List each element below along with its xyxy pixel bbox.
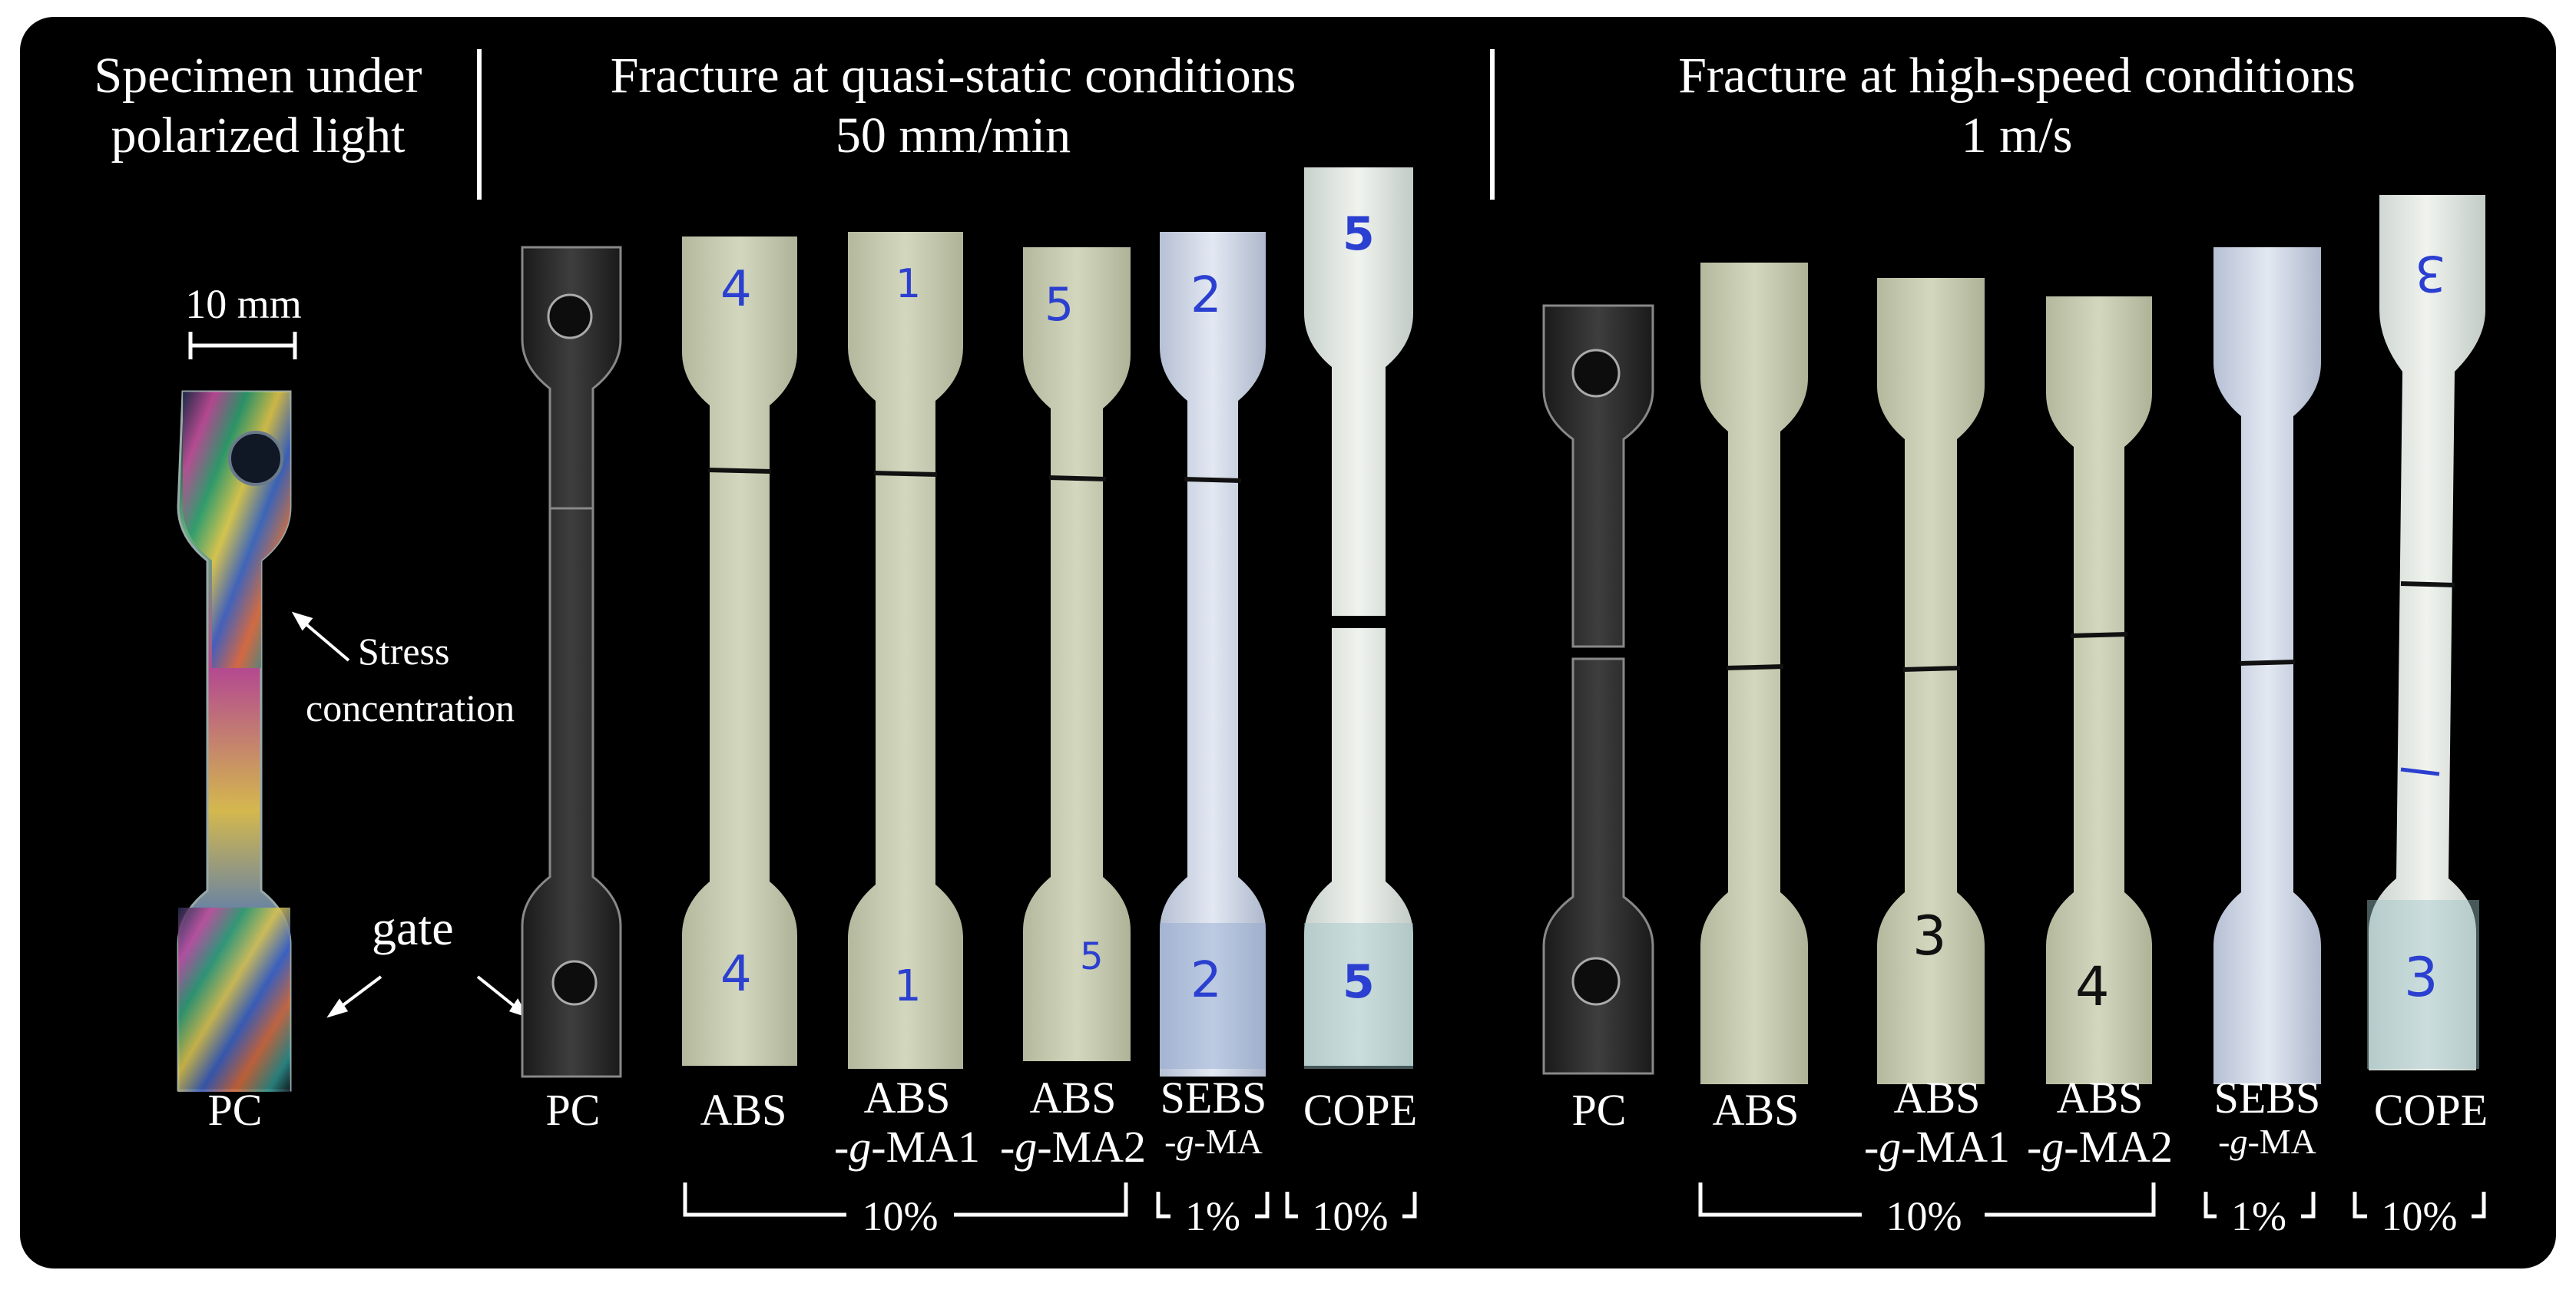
label-hs-abs-gma1: ABS -g-MA1 — [1860, 1073, 2014, 1172]
hs-pc-specimen — [1542, 304, 1654, 1075]
qs-pc-specimen — [521, 246, 622, 1078]
hs-abs-specimen — [1700, 263, 1808, 1084]
header-high-speed-line1: Fracture at high-speed conditions — [1678, 48, 2356, 104]
label-qs-abs-gma2: ABS -g-MA2 — [992, 1073, 1154, 1172]
stress-label-line1: Stress — [358, 630, 450, 673]
hs-abs-gma2-mark-bottom: 4 — [2075, 955, 2110, 1018]
qs-cope-mark-top: 5 — [1343, 207, 1375, 261]
hs-pct-sebs: 1% — [2231, 1193, 2286, 1239]
hs-abs-gma1-specimen — [1877, 278, 1985, 1084]
label-qs-abs-gma2-line1: ABS — [1029, 1073, 1117, 1123]
hs-abs-gma1-mark-bottom: 3 — [1912, 905, 1947, 968]
qs-abs-gma1-specimen — [848, 232, 963, 1069]
polarized-pc-specimen — [177, 390, 292, 1092]
qs-abs-gma1-mark-top: 1 — [896, 261, 922, 307]
header-high-speed: Fracture at high-speed conditions 1 m/s — [1518, 46, 2516, 166]
label-qs-abs-gma2-line2: -g-MA2 — [999, 1122, 1147, 1172]
label-hs-abs-gma2-line2: -g-MA2 — [2026, 1122, 2174, 1172]
figure-panel: Specimen under polarized light Fracture … — [20, 17, 2556, 1268]
qs-cope-specimen — [1304, 167, 1413, 1069]
qs-pct-cope: 10% — [1312, 1193, 1389, 1239]
label-hs-sebs: SEBS -g-MA — [2206, 1073, 2329, 1161]
qs-abs-gma2-mark-bottom: 5 — [1080, 935, 1104, 978]
header-quasi-static-line2: 50 mm/min — [835, 108, 1071, 164]
percentage-brackets — [683, 1182, 2486, 1219]
label-hs-abs-gma2-line1: ABS — [2056, 1073, 2144, 1123]
hs-pct-cope: 10% — [2381, 1193, 2458, 1239]
divider-right — [1490, 49, 1495, 200]
label-qs-sebs: SEBS -g-MA — [1152, 1073, 1275, 1161]
qs-cope-mark-bottom: 5 — [1343, 955, 1375, 1009]
qs-abs-gma1-mark-bottom: 1 — [894, 961, 922, 1011]
qs-sebs-specimen — [1160, 232, 1266, 1077]
hs-sebs-specimen — [2213, 247, 2321, 1084]
label-qs-pc: PC — [545, 1085, 601, 1135]
header-polarized-line1: Specimen under — [94, 48, 422, 104]
qs-pct-abs-group: 10% — [862, 1193, 939, 1239]
qs-abs-specimen — [682, 237, 797, 1066]
qs-abs-mark-bottom: 4 — [720, 946, 752, 1003]
specimens-photo — [177, 167, 2485, 1092]
header-high-speed-line2: 1 m/s — [1961, 108, 2073, 164]
label-hs-abs: ABS — [1712, 1085, 1800, 1135]
label-hs-abs-gma1-line2: -g-MA1 — [1863, 1122, 2011, 1172]
qs-sebs-mark-top: 2 — [1190, 267, 1222, 324]
hs-cope-specimen — [2367, 195, 2485, 1070]
label-hs-cope: COPE — [2373, 1085, 2488, 1135]
header-quasi-static-line1: Fracture at quasi-static conditions — [610, 48, 1296, 104]
label-qs-abs: ABS — [700, 1085, 787, 1135]
hs-pct-abs-group: 10% — [1886, 1193, 1962, 1239]
header-polarized-line2: polarized light — [111, 108, 406, 164]
hs-abs-gma2-specimen — [2046, 296, 2152, 1084]
qs-abs-gma2-mark-top: 5 — [1045, 278, 1074, 332]
label-hs-pc: PC — [1571, 1085, 1627, 1135]
scale-bar-label: 10 mm — [185, 281, 302, 327]
label-polarized-pc: PC — [207, 1085, 263, 1135]
label-qs-abs-gma1-line2: -g-MA1 — [833, 1122, 981, 1172]
qs-pct-sebs: 1% — [1185, 1193, 1240, 1239]
scale-bar — [188, 332, 297, 359]
annotation-arrows — [291, 611, 529, 1018]
qs-abs-mark-top: 4 — [720, 261, 752, 318]
header-polarized: Specimen under polarized light — [35, 46, 481, 166]
label-qs-sebs-line2: -g-MA — [1164, 1122, 1263, 1161]
label-qs-cope: COPE — [1303, 1085, 1418, 1135]
label-qs-sebs-line1: SEBS — [1160, 1073, 1267, 1123]
header-quasi-static: Fracture at quasi-static conditions 50 m… — [496, 46, 1410, 166]
label-qs-abs-gma1: ABS -g-MA1 — [826, 1073, 988, 1172]
qs-sebs-mark-bottom: 2 — [1190, 952, 1222, 1009]
divider-left — [477, 49, 482, 200]
hs-cope-mark-bottom: 3 — [2404, 946, 2439, 1009]
label-hs-abs-gma1-line1: ABS — [1893, 1073, 1981, 1123]
label-hs-sebs-line2: -g-MA — [2218, 1122, 2316, 1161]
label-hs-sebs-line1: SEBS — [2213, 1073, 2321, 1123]
stress-label-line2: concentration — [306, 686, 515, 729]
qs-abs-gma2-specimen — [1023, 247, 1131, 1061]
label-qs-abs-gma1-line1: ABS — [863, 1073, 951, 1123]
label-hs-abs-gma2: ABS -g-MA2 — [2023, 1073, 2177, 1172]
gate-label: gate — [372, 901, 454, 955]
